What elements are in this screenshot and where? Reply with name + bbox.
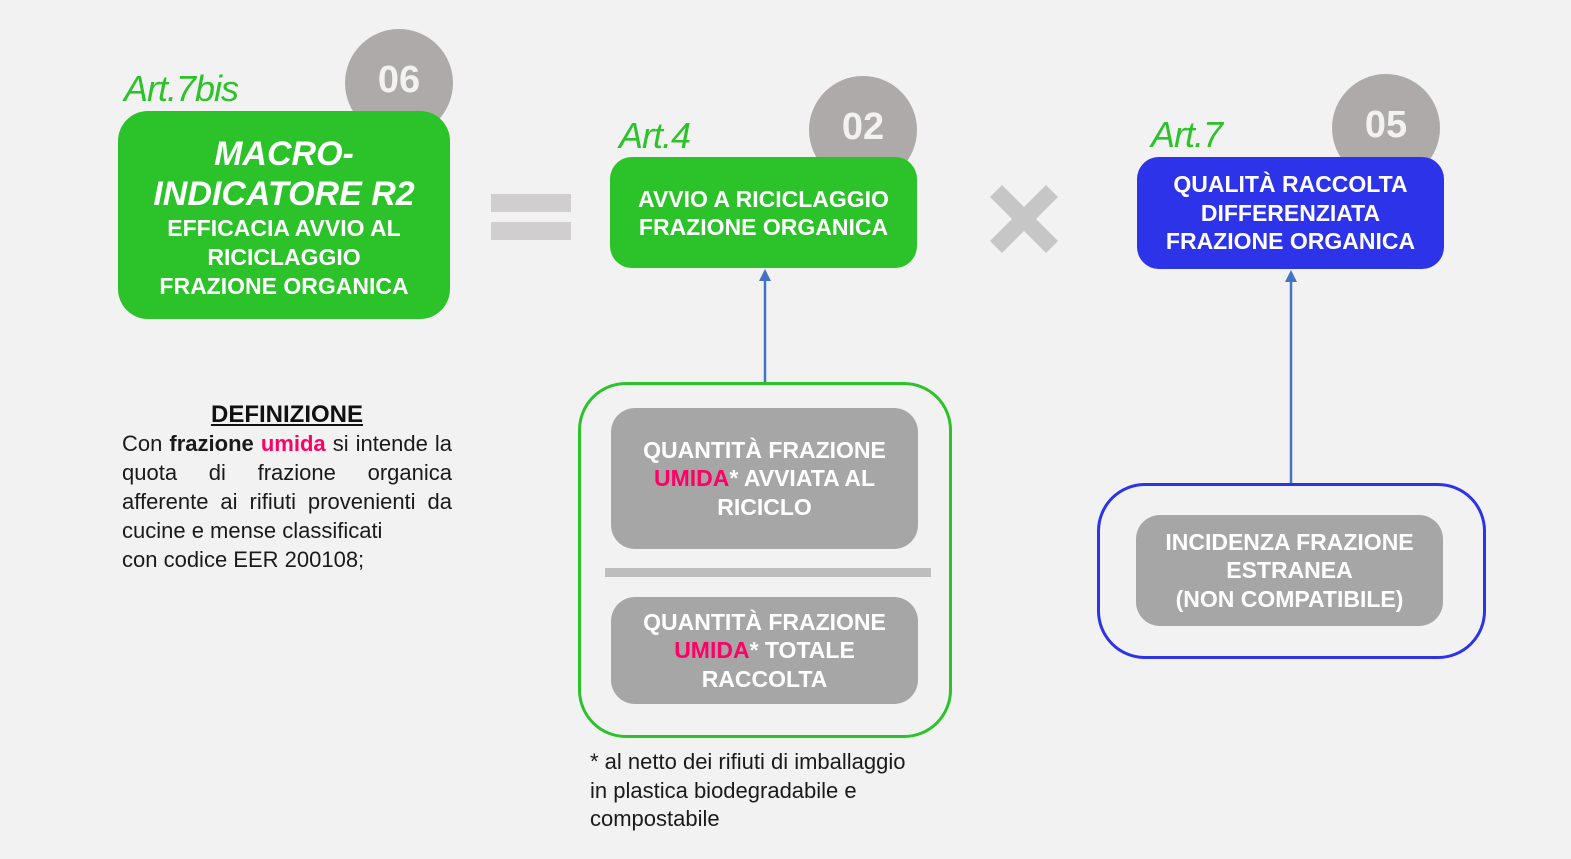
badge-number: 02 bbox=[841, 106, 885, 148]
fraction-frame bbox=[578, 382, 952, 738]
macro-subtitle-line1: EFFICACIA AVVIO AL bbox=[167, 214, 401, 241]
denominator-line1: QUANTITÀ FRAZIONE bbox=[643, 608, 886, 635]
article-label-7bis: Art.7bis bbox=[124, 68, 239, 109]
definition-title: DEFINIZIONE bbox=[210, 401, 363, 428]
macro-title-line2: INDICATORE R2 bbox=[153, 174, 415, 213]
numerator-line3: RICICLO bbox=[717, 493, 812, 520]
arrow-up-icon bbox=[1285, 270, 1297, 485]
indicator-05-line3: FRAZIONE ORGANICA bbox=[1165, 228, 1416, 255]
definition-bold-term: frazione bbox=[169, 431, 254, 456]
denominator-line2-rest: * TOTALE bbox=[749, 637, 855, 664]
component-line1: INCIDENZA FRAZIONE bbox=[1165, 528, 1414, 555]
denominator-line3: RACCOLTA bbox=[701, 665, 828, 692]
multiply-icon bbox=[990, 185, 1058, 253]
component-box: INCIDENZA FRAZIONE ESTRANEA (NON COMPATI… bbox=[1136, 515, 1443, 626]
badge-number: 06 bbox=[377, 59, 421, 101]
arrow-up-icon bbox=[759, 269, 771, 384]
numerator-line2: UMIDA* AVVIATA AL bbox=[654, 464, 875, 493]
indicator-05-line1: QUALITÀ RACCOLTA bbox=[1173, 171, 1408, 198]
numerator-line2-rest: * AVVIATA AL bbox=[729, 465, 876, 492]
definition-text-start: Con bbox=[122, 431, 170, 456]
article-label-7: Art.7 bbox=[1151, 114, 1223, 155]
macro-subtitle-line2: RICICLAGGIO bbox=[207, 243, 361, 270]
footnote-line2: in plastica biodegradabile e bbox=[590, 777, 857, 803]
component-frame bbox=[1097, 483, 1486, 659]
denominator-box: QUANTITÀ FRAZIONE UMIDA* TOTALE RACCOLTA bbox=[611, 597, 918, 704]
indicator-02-line2: FRAZIONE ORGANICA bbox=[638, 213, 889, 240]
fraction-divider bbox=[605, 568, 931, 577]
numerator-line1: QUANTITÀ FRAZIONE bbox=[643, 436, 886, 463]
numerator-highlight: UMIDA bbox=[653, 465, 730, 492]
footnote-line3: compostabile bbox=[590, 806, 720, 831]
numerator-box: QUANTITÀ FRAZIONE UMIDA* AVVIATA AL RICI… bbox=[611, 408, 918, 549]
article-label-4: Art.4 bbox=[619, 115, 691, 156]
macro-subtitle-line3: FRAZIONE ORGANICA bbox=[159, 272, 409, 299]
definition-text-body: si intende la quota di frazione organica… bbox=[122, 431, 452, 543]
component-line2: ESTRANEA bbox=[1226, 557, 1353, 584]
indicator-05-box: QUALITÀ RACCOLTA DIFFERENZIATA FRAZIONE … bbox=[1137, 157, 1444, 269]
badge-number: 05 bbox=[1364, 104, 1408, 146]
footnote-line1: * al netto dei rifiuti di imballaggio bbox=[590, 749, 906, 774]
component-line3: (NON COMPATIBILE) bbox=[1175, 585, 1404, 612]
macro-title-line1: MACRO- bbox=[214, 134, 354, 173]
indicator-02-box: AVVIO A RICICLAGGIO FRAZIONE ORGANICA bbox=[610, 157, 917, 268]
definition-highlight-term: umida bbox=[260, 431, 326, 456]
macro-indicator-box: MACRO- INDICATORE R2 EFFICACIA AVVIO AL … bbox=[118, 111, 450, 319]
denominator-highlight: UMIDA bbox=[674, 637, 750, 664]
definition-text: Con frazione umida si intende la quota d… bbox=[122, 429, 452, 574]
indicator-05-line2: DIFFERENZIATA bbox=[1200, 199, 1381, 226]
indicator-02-line1: AVVIO A RICICLAGGIO bbox=[638, 185, 889, 212]
denominator-line2: UMIDA* TOTALE bbox=[674, 636, 855, 665]
footnote: * al netto dei rifiuti di imballaggio in… bbox=[590, 748, 906, 834]
definition-text-last: con codice EER 200108; bbox=[122, 547, 365, 572]
